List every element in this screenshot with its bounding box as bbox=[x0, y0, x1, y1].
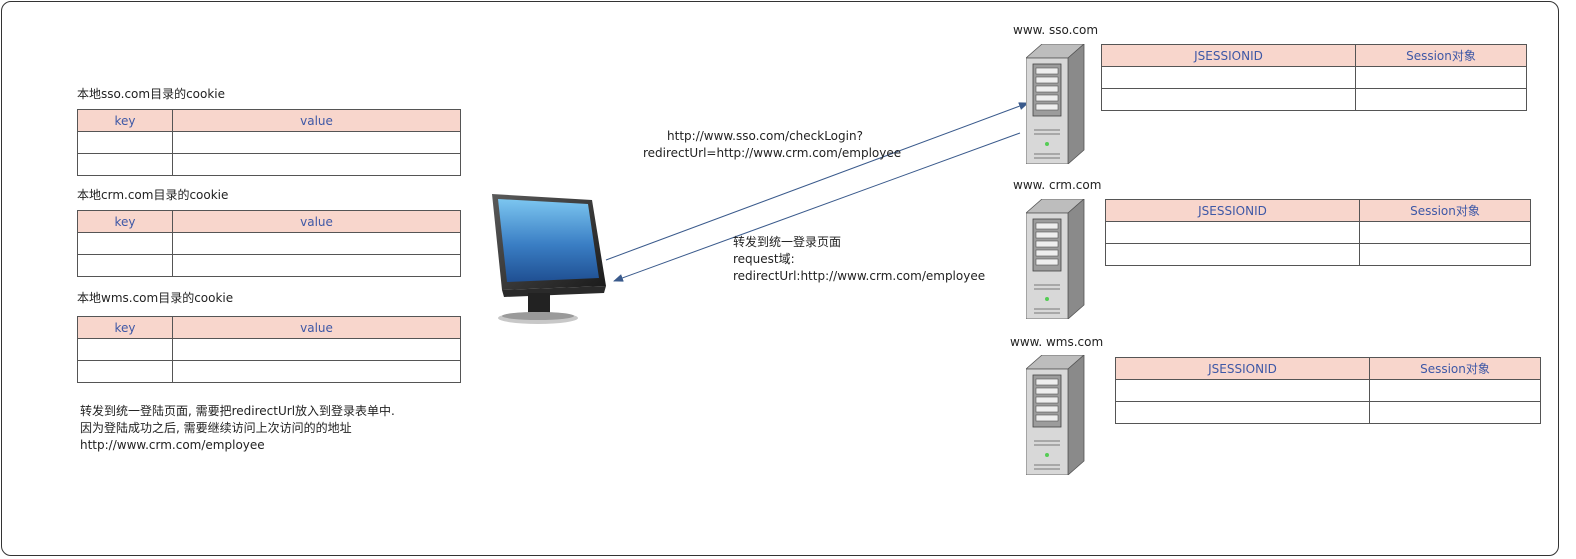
table-cell bbox=[1105, 243, 1360, 266]
server-name-crm: www. crm.com bbox=[1013, 178, 1102, 192]
jsessionid-header: JSESSIONID bbox=[1101, 44, 1356, 67]
table-cell bbox=[1369, 379, 1541, 402]
note-line-3: http://www.crm.com/employee bbox=[80, 438, 265, 452]
note-line-1: 转发到统一登陆页面, 需要把redirectUrl放入到登录表单中. bbox=[80, 404, 395, 418]
cookie-title-sso: 本地sso.com目录的cookie bbox=[77, 87, 226, 101]
response-label: 转发到统一登录页面 request域: redirectUrl:http://w… bbox=[733, 234, 985, 285]
jsessionid-header: JSESSIONID bbox=[1105, 199, 1360, 222]
table-cell bbox=[1355, 66, 1527, 89]
session-object-header: Session对象 bbox=[1359, 199, 1531, 222]
server-icon-wms bbox=[1026, 355, 1085, 475]
session-object-header: Session对象 bbox=[1369, 357, 1541, 380]
table-cell bbox=[1355, 88, 1527, 111]
request-line-2: redirectUrl=http://www.crm.com/employee bbox=[643, 146, 902, 160]
request-arrow bbox=[605, 102, 1029, 261]
value-header: value bbox=[172, 316, 461, 339]
table-cell bbox=[1101, 88, 1356, 111]
server-name-wms: www. wms.com bbox=[1010, 335, 1104, 349]
response-line-1: 转发到统一登录页面 bbox=[733, 235, 842, 249]
request-label: http://www.sso.com/checkLogin? redirectU… bbox=[643, 128, 902, 162]
client-computer-icon bbox=[492, 194, 606, 324]
session-object-header: Session对象 bbox=[1355, 44, 1527, 67]
response-line-2: request域: bbox=[733, 252, 795, 266]
table-cell bbox=[1115, 379, 1370, 402]
server-icon-sso bbox=[1026, 44, 1085, 164]
jsessionid-header: JSESSIONID bbox=[1115, 357, 1370, 380]
table-cell bbox=[1369, 401, 1541, 424]
cookie-title-crm: 本地crm.com目录的cookie bbox=[77, 188, 229, 202]
table-cell bbox=[172, 153, 461, 176]
key-header: key bbox=[77, 210, 173, 233]
table-cell bbox=[1359, 221, 1531, 244]
server-name-sso: www. sso.com bbox=[1013, 23, 1099, 37]
table-cell bbox=[1359, 243, 1531, 266]
cookie-title-wms: 本地wms.com目录的cookie bbox=[77, 291, 234, 305]
request-line-1: http://www.sso.com/checkLogin? bbox=[667, 129, 863, 143]
response-arrow bbox=[613, 132, 1021, 282]
table-cell bbox=[1101, 66, 1356, 89]
table-cell bbox=[1105, 221, 1360, 244]
table-cell bbox=[172, 254, 461, 277]
server-icon-crm bbox=[1026, 199, 1085, 319]
table-cell bbox=[172, 360, 461, 383]
value-header: value bbox=[172, 109, 461, 132]
table-cell bbox=[1115, 401, 1370, 424]
redirect-note: 转发到统一登陆页面, 需要把redirectUrl放入到登录表单中. 因为登陆成… bbox=[80, 403, 395, 454]
value-header: value bbox=[172, 210, 461, 233]
note-line-2: 因为登陆成功之后, 需要继续访问上次访问的的地址 bbox=[80, 421, 352, 435]
response-line-3: redirectUrl:http://www.crm.com/employee bbox=[733, 269, 986, 283]
